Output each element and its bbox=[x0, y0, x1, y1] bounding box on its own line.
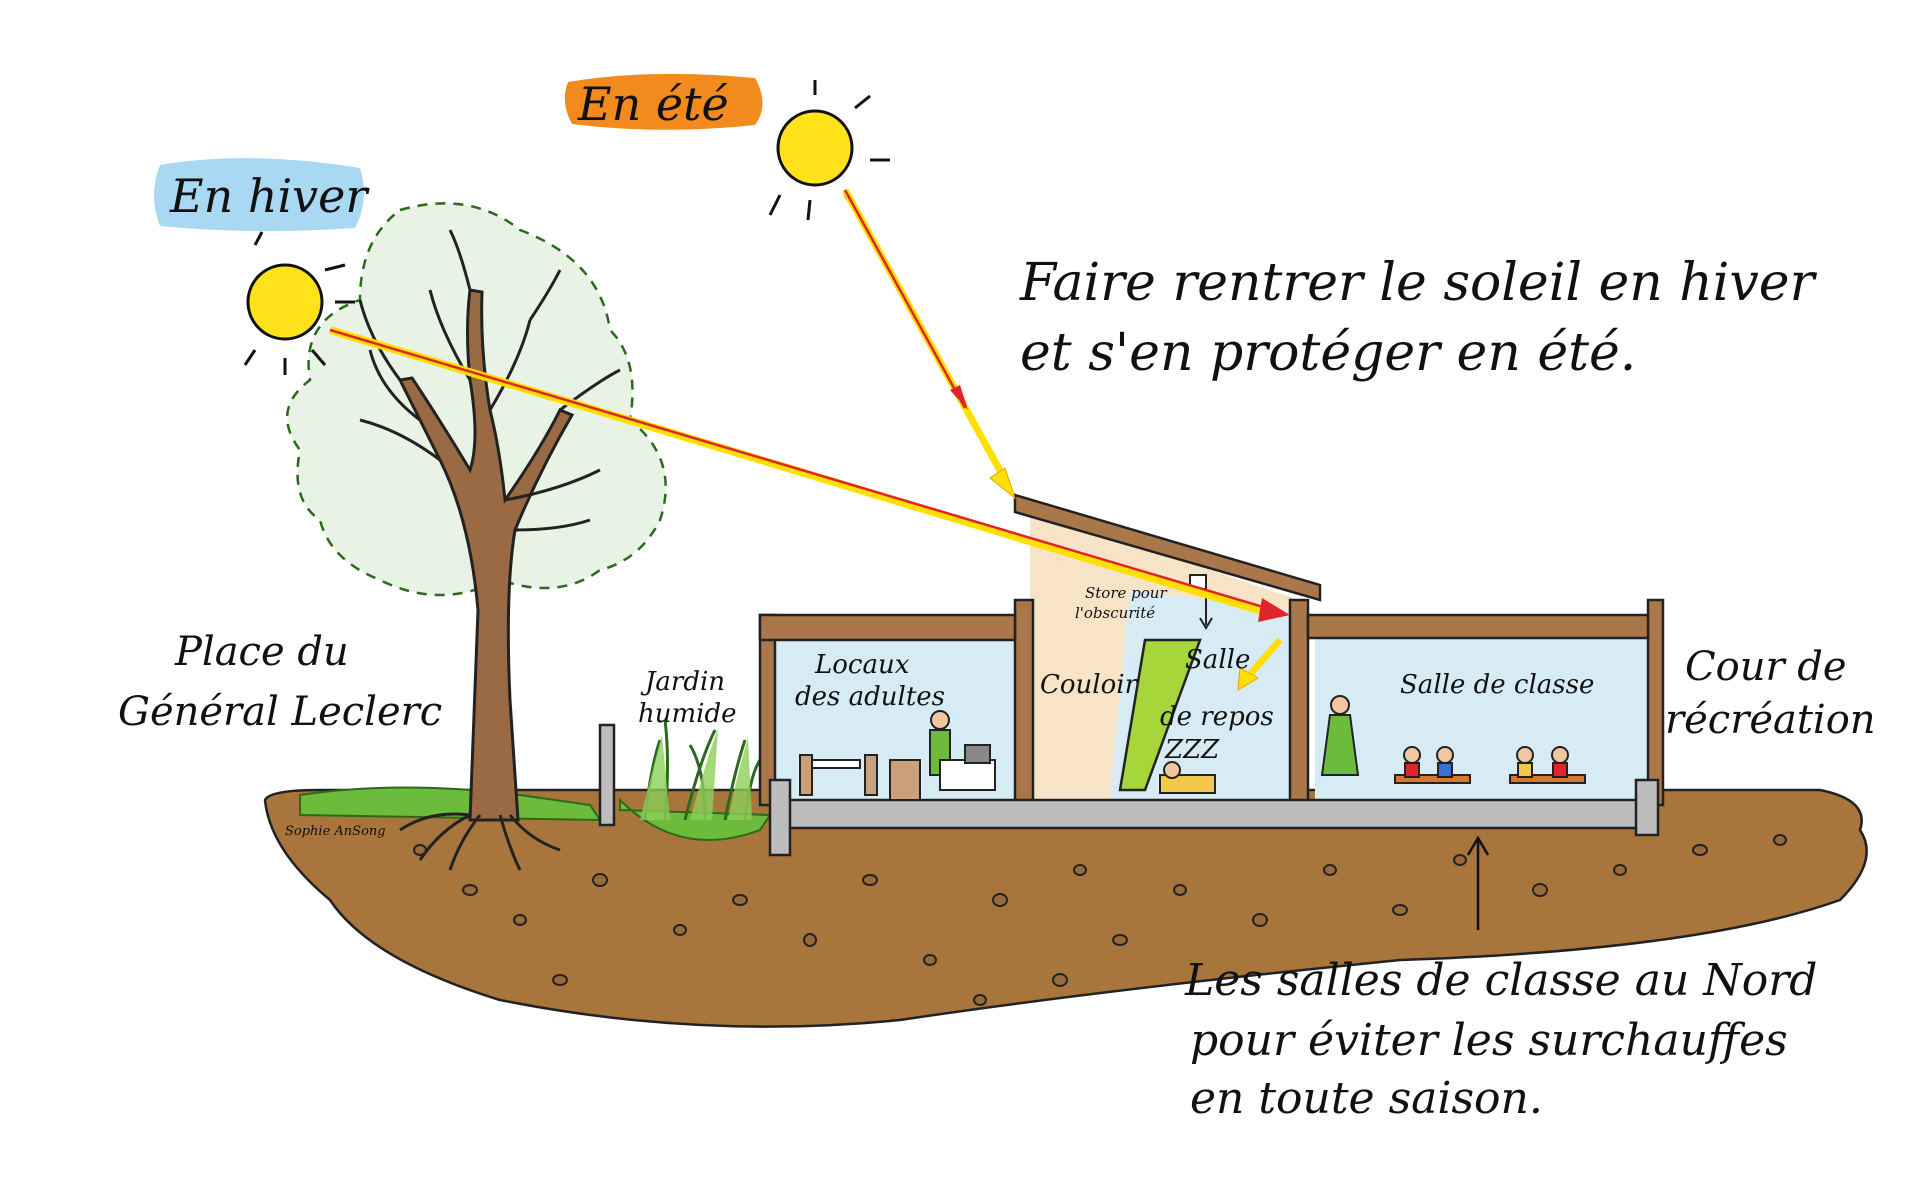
floor-slab bbox=[773, 798, 1652, 830]
summer-badge: En été bbox=[564, 73, 763, 131]
courtyard-label-line1: Cour de bbox=[1685, 644, 1847, 690]
grass-strip bbox=[299, 786, 602, 822]
rest-room-partition bbox=[1118, 638, 1202, 792]
courtyard-label-line2: récréation bbox=[1665, 697, 1876, 743]
blind-label-line1: Store pour bbox=[1085, 584, 1167, 602]
garden-fence-post bbox=[598, 723, 616, 827]
adults-label-line2: des adultes bbox=[795, 682, 945, 712]
north-note-line1: Les salles de classe au Nord bbox=[1184, 955, 1817, 1006]
foundation-right bbox=[1634, 778, 1660, 837]
ground bbox=[263, 786, 1868, 1028]
summer-sun-disc bbox=[776, 109, 854, 187]
garden-label-line2: humide bbox=[638, 699, 737, 729]
winter-badge: En hiver bbox=[154, 158, 370, 232]
summer-sun bbox=[768, 80, 890, 221]
adults-furniture bbox=[799, 710, 996, 801]
adults-label-line1: Locaux bbox=[814, 650, 910, 680]
place-label-line2: Général Leclerc bbox=[118, 689, 442, 735]
blind-label-line2: l'obscurité bbox=[1075, 604, 1155, 622]
north-pointer-arrow bbox=[1466, 835, 1490, 930]
north-note-line2: pour éviter les surchauffes bbox=[1190, 1015, 1788, 1066]
winter-ray bbox=[328, 326, 1290, 691]
soil-pebbles bbox=[413, 834, 1787, 1006]
corridor-label: Couloir bbox=[1040, 670, 1139, 700]
headline-line2: et s'en protéger en été. bbox=[1020, 323, 1636, 383]
artist-signature: Sophie AnSong bbox=[285, 824, 386, 839]
winter-ray-arrowhead bbox=[1258, 598, 1290, 622]
classroom-label: Salle de classe bbox=[1400, 670, 1594, 700]
classroom-people bbox=[1320, 695, 1586, 784]
rest-label-line1: Salle bbox=[1185, 645, 1250, 675]
headline-line1: Faire rentrer le soleil en hiver bbox=[1019, 253, 1818, 313]
school-building bbox=[758, 493, 1665, 857]
class-room-fill bbox=[1315, 635, 1650, 800]
place-label-line1: Place du bbox=[174, 629, 349, 675]
soil-layer bbox=[263, 788, 1868, 1028]
winter-label: En hiver bbox=[169, 169, 370, 223]
blind-arrow bbox=[1199, 595, 1213, 630]
north-note-line3: en toute saison. bbox=[1190, 1073, 1543, 1124]
garden-reed-fills bbox=[640, 728, 752, 820]
tree-trunk bbox=[397, 288, 575, 822]
wet-garden bbox=[598, 719, 772, 841]
tree bbox=[285, 202, 667, 871]
foundation-left bbox=[768, 778, 792, 857]
winter-sun-disc bbox=[246, 263, 324, 341]
winter-ray-deflection bbox=[1242, 637, 1283, 683]
winter-sun bbox=[243, 210, 355, 375]
garden-label-line1: Jardin bbox=[640, 667, 725, 697]
summer-label: En été bbox=[577, 77, 729, 131]
tree-roots bbox=[399, 812, 561, 871]
rest-label-line2: de repos bbox=[1160, 702, 1274, 732]
summer-ray bbox=[841, 188, 1017, 500]
summer-ray-arrowhead bbox=[989, 467, 1017, 500]
building-walls bbox=[758, 493, 1665, 807]
tree-branches bbox=[358, 229, 621, 532]
sleeping-child bbox=[1159, 761, 1216, 794]
zzz-label: ZZZ bbox=[1164, 735, 1220, 765]
slanted-roof bbox=[1013, 493, 1322, 602]
